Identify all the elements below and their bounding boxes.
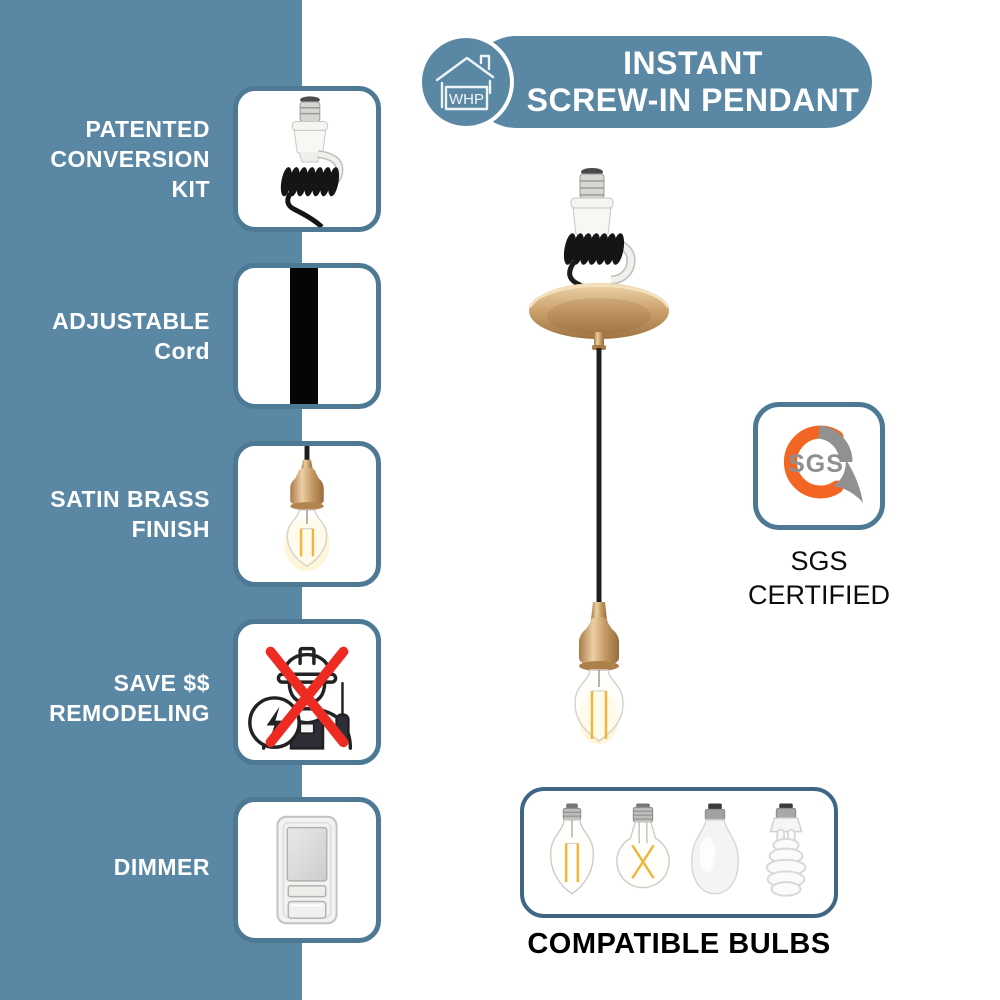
label-line: CONVERSION xyxy=(50,146,210,172)
frosted-a19-bulb-icon xyxy=(690,803,739,894)
edison-bulb xyxy=(574,669,624,744)
hanging-cord xyxy=(596,348,602,602)
brass-pendant-icon xyxy=(284,446,330,572)
label-line: SATIN BRASS xyxy=(50,486,210,512)
label-line: FINISH xyxy=(131,516,210,542)
feature-image-save-remodeling xyxy=(233,619,381,765)
feature-image-conversion-kit xyxy=(233,86,381,232)
whp-house-icon: WHP xyxy=(435,54,495,111)
sgs-caption: SGS CERTIFIED xyxy=(729,544,909,612)
sgs-caption-line2: CERTIFIED xyxy=(747,580,890,610)
cord-icon xyxy=(290,268,318,404)
conversion-kit-icon xyxy=(280,96,344,227)
label-line: SAVE $$ xyxy=(113,670,210,696)
sgs-caption-line1: SGS xyxy=(790,546,848,576)
dimmer-switch-icon xyxy=(276,815,338,925)
feature-image-adjustable-cord xyxy=(233,263,381,409)
no-electrician-icon xyxy=(248,646,353,750)
coiled-cord xyxy=(563,233,625,265)
feature-label-satin-brass: SATIN BRASS FINISH xyxy=(0,484,210,544)
a19-filament-bulb-icon xyxy=(616,803,671,888)
pendant-illustration xyxy=(528,168,670,744)
compatible-bulbs-panel xyxy=(520,787,838,918)
svg-text:WHP: WHP xyxy=(449,91,484,108)
label-line: KIT xyxy=(171,176,210,202)
spiral-cfl-bulb-icon xyxy=(765,803,807,897)
label-line: DIMMER xyxy=(113,854,210,880)
feature-image-satin-brass xyxy=(233,441,381,587)
brass-socket xyxy=(579,602,619,671)
label-line: PATENTED xyxy=(85,116,210,142)
title-banner: INSTANT SCREW-IN PENDANT xyxy=(470,36,872,128)
sgs-logo-icon: SGS xyxy=(783,425,863,503)
sgs-certification-badge: SGS xyxy=(753,402,885,530)
feature-label-conversion-kit: PATENTED CONVERSION KIT xyxy=(0,114,210,204)
banner-title-line1: INSTANT xyxy=(623,45,763,81)
pendant-product-photo xyxy=(492,150,707,775)
label-line: REMODELING xyxy=(49,700,210,726)
feature-label-dimmer: DIMMER xyxy=(0,852,210,882)
edison-st64-bulb-icon xyxy=(550,803,595,895)
banner-title-line2: SCREW-IN PENDANT xyxy=(526,82,860,118)
red-cross-icon xyxy=(265,646,349,748)
feature-label-adjustable-cord: ADJUSTABLE Cord xyxy=(0,306,210,366)
brass-canopy xyxy=(528,283,670,350)
brand-logo: WHP xyxy=(418,34,514,130)
feature-image-dimmer xyxy=(233,797,381,943)
label-line: Cord xyxy=(154,338,210,364)
label-line: ADJUSTABLE xyxy=(52,308,210,334)
bulbs-caption: COMPATIBLE BULBS xyxy=(527,928,831,960)
feature-label-save-remodeling: SAVE $$ REMODELING xyxy=(0,668,210,728)
svg-text:SGS: SGS xyxy=(788,450,844,478)
